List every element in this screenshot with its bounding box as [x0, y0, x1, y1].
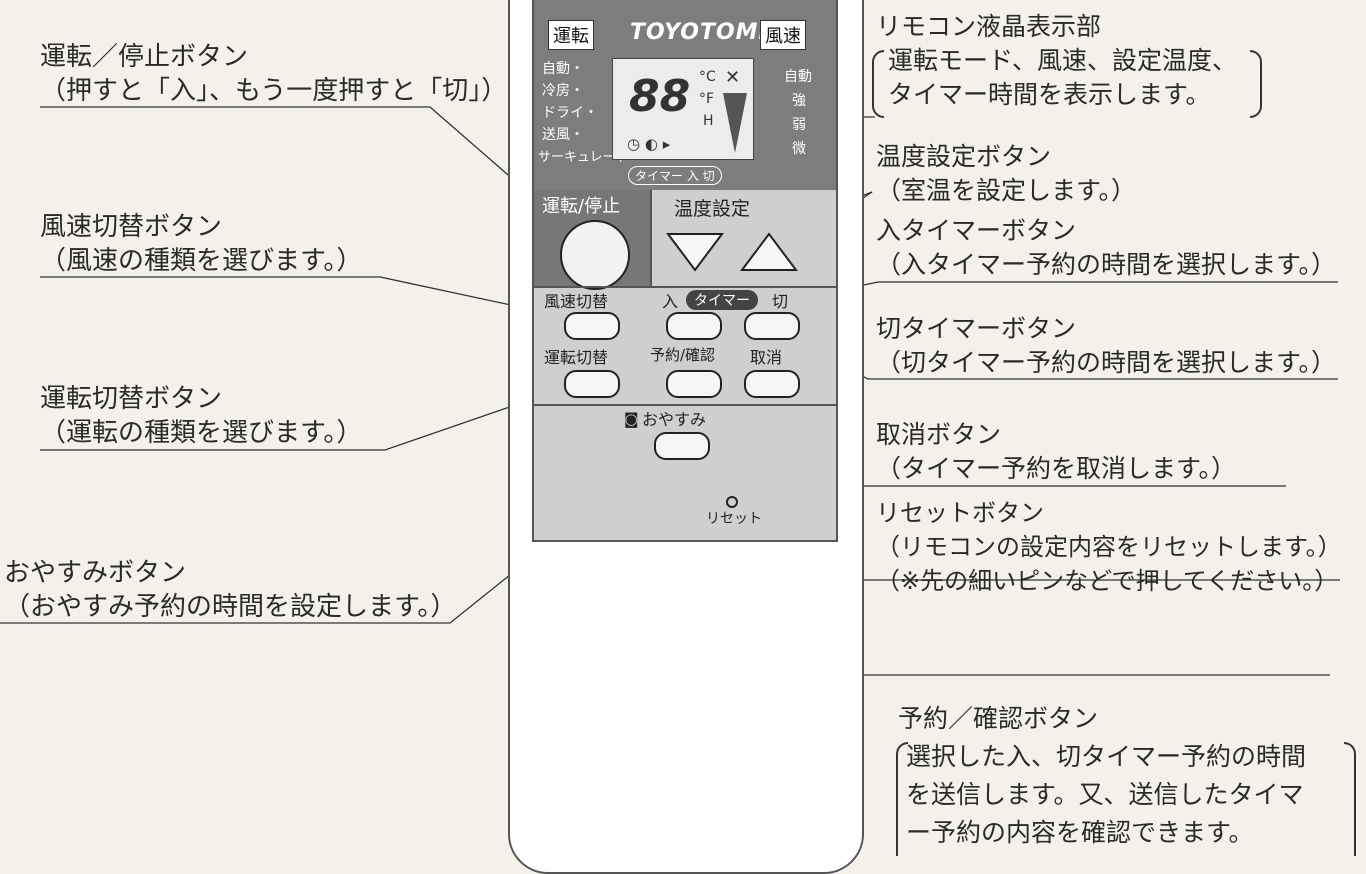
clock-icon: ◷ ◐ ▸ — [627, 135, 671, 153]
callout-mode-title: 運転切替ボタン — [40, 384, 223, 414]
confirm-button[interactable] — [666, 370, 722, 398]
speed-quiet: 微 — [792, 141, 806, 157]
remote-panel: 運転 TOYOTOMI 風速 自動・ 冷房・ ドライ・ 送風・ サーキュレート … — [532, 0, 838, 542]
on-timer-button[interactable] — [666, 312, 722, 340]
speed-auto: 自動 — [784, 69, 812, 85]
callout-off-timer-title: 切タイマーボタン — [876, 314, 1077, 343]
power-area: 運転/停止 — [534, 190, 652, 290]
callout-power-title: 運転／停止ボタン — [40, 42, 249, 72]
cancel-label: 取消 — [750, 348, 783, 367]
reset-hole[interactable] — [726, 496, 738, 508]
callout-sleep-title: おやすみボタン — [4, 558, 187, 588]
callout-temp: 温度設定ボタン （室温を設定します。） — [876, 140, 1136, 208]
temp-down-button[interactable] — [666, 232, 724, 272]
mode-auto: 自動・ — [542, 61, 584, 77]
callout-power-desc: （押すと「入」、もう一度押すと「切」） — [40, 76, 508, 106]
confirm-bracket-right — [1344, 742, 1356, 856]
timer-off-label: 切 — [772, 292, 789, 311]
callout-lcd-desc2: タイマー時間を表示します。 — [888, 80, 1211, 109]
callout-lcd: リモコン液晶表示部 運転モード、風速、設定温度、 タイマー時間を表示します。 — [876, 10, 1237, 112]
lcd-bracket-left — [872, 50, 884, 118]
mode-dry: ドライ・ — [542, 105, 598, 121]
temp-label: 温度設定 — [674, 198, 751, 220]
callout-cancel-title: 取消ボタン — [876, 420, 1002, 449]
callout-on-timer-desc: （入タイマー予約の時間を選択します。） — [876, 250, 1337, 279]
cancel-button[interactable] — [744, 370, 800, 398]
lcd-digits: 88 — [629, 71, 691, 122]
callout-reset: リセットボタン （リモコンの設定内容をリセットします。） （※先の細いピンなどで… — [876, 496, 1342, 598]
callout-fan-title: 風速切替ボタン — [40, 212, 223, 242]
callout-lcd-desc1: 運転モード、風速、設定温度、 — [888, 46, 1238, 75]
mode-switch-button[interactable] — [564, 370, 620, 398]
speed-high: 強 — [792, 93, 806, 109]
off-timer-button[interactable] — [744, 312, 800, 340]
lcd-fahrenheit: °F — [699, 91, 715, 107]
timer-in-label: 入 — [662, 292, 679, 311]
callout-confirm-desc2: を送信します。又、送信したタイマ — [906, 780, 1304, 809]
callout-lcd-title: リモコン液晶表示部 — [876, 12, 1102, 41]
callout-fan-desc: （風速の種類を選びます。） — [40, 246, 363, 276]
callout-on-timer: 入タイマーボタン （入タイマー予約の時間を選択します。） — [876, 214, 1336, 282]
lcd-bracket-right — [1250, 50, 1262, 118]
fan-speed-button[interactable] — [564, 312, 620, 340]
sleep-label: おやすみ — [642, 410, 707, 429]
confirm-label: 予約/確認 — [650, 346, 716, 364]
callout-power: 運転／停止ボタン （押すと「入」、もう一度押すと「切」） — [40, 40, 507, 108]
brand-logo: TOYOTOMI — [630, 20, 768, 45]
confirm-bracket-left — [896, 742, 908, 856]
mode-fan: 送風・ — [542, 127, 584, 143]
callout-temp-title: 温度設定ボタン — [876, 142, 1052, 171]
swing-icon: ✕ — [725, 67, 741, 88]
callout-off-timer-desc: （切タイマー予約の時間を選択します。） — [876, 348, 1337, 377]
callout-on-timer-title: 入タイマーボタン — [876, 216, 1077, 245]
callout-sleep: おやすみボタン （おやすみ予約の時間を設定します。） — [4, 556, 456, 624]
lcd-block: 運転 TOYOTOMI 風速 自動・ 冷房・ ドライ・ 送風・ サーキュレート … — [534, 0, 836, 190]
timer-tag: タイマー — [686, 290, 758, 310]
speed-low: 弱 — [792, 117, 806, 133]
fan-label: 風速切替 — [544, 292, 609, 311]
mode-circulate: サーキュレート — [538, 150, 629, 165]
temp-up-button[interactable] — [740, 232, 798, 272]
fusoku-label: 風速 — [760, 20, 806, 50]
unten-label: 運転 — [548, 20, 594, 50]
divider-2 — [534, 404, 836, 406]
callout-off-timer: 切タイマーボタン （切タイマー予約の時間を選択します。） — [876, 312, 1336, 380]
power-button[interactable] — [560, 220, 630, 290]
callout-confirm: 予約／確認ボタン 選択した入、切タイマー予約の時間 を送信します。又、送信したタ… — [898, 700, 1306, 852]
callout-mode-desc: （運転の種類を選びます。） — [40, 418, 363, 448]
callout-mode: 運転切替ボタン （運転の種類を選びます。） — [40, 382, 362, 450]
callout-reset-desc2: （※先の細いピンなどで押してください。） — [876, 567, 1339, 595]
callout-confirm-desc1: 選択した入、切タイマー予約の時間 — [906, 742, 1307, 771]
callout-confirm-desc3: ー予約の内容を確認できます。 — [906, 818, 1254, 847]
callout-temp-desc: （室温を設定します。） — [876, 176, 1137, 205]
lcd-display: 88 °C °F H ◷ ◐ ▸ ✕ — [612, 58, 754, 160]
callout-sleep-desc: （おやすみ予約の時間を設定します。） — [4, 592, 457, 622]
reset-label: リセット — [706, 511, 762, 527]
mode-cool: 冷房・ — [542, 83, 584, 99]
callout-reset-title: リセットボタン — [876, 499, 1044, 527]
mode-label: 運転切替 — [544, 348, 609, 367]
callout-confirm-title: 予約／確認ボタン — [898, 704, 1099, 733]
lcd-hour: H — [703, 113, 714, 129]
callout-fan: 風速切替ボタン （風速の種類を選びます。） — [40, 210, 362, 278]
power-label: 運転/停止 — [542, 196, 621, 217]
callout-cancel-desc: （タイマー予約を取消します。） — [876, 454, 1237, 483]
callout-cancel: 取消ボタン （タイマー予約を取消します。） — [876, 418, 1236, 486]
fan-speed-icon — [723, 93, 747, 153]
lcd-celsius: °C — [699, 69, 716, 85]
sleep-button[interactable] — [654, 432, 710, 460]
callout-reset-desc1: （リモコンの設定内容をリセットします。） — [876, 533, 1342, 561]
divider — [534, 286, 836, 288]
timer-strip: タイマー 入 切 — [628, 166, 722, 185]
sleep-icon: ◙ — [624, 410, 639, 428]
